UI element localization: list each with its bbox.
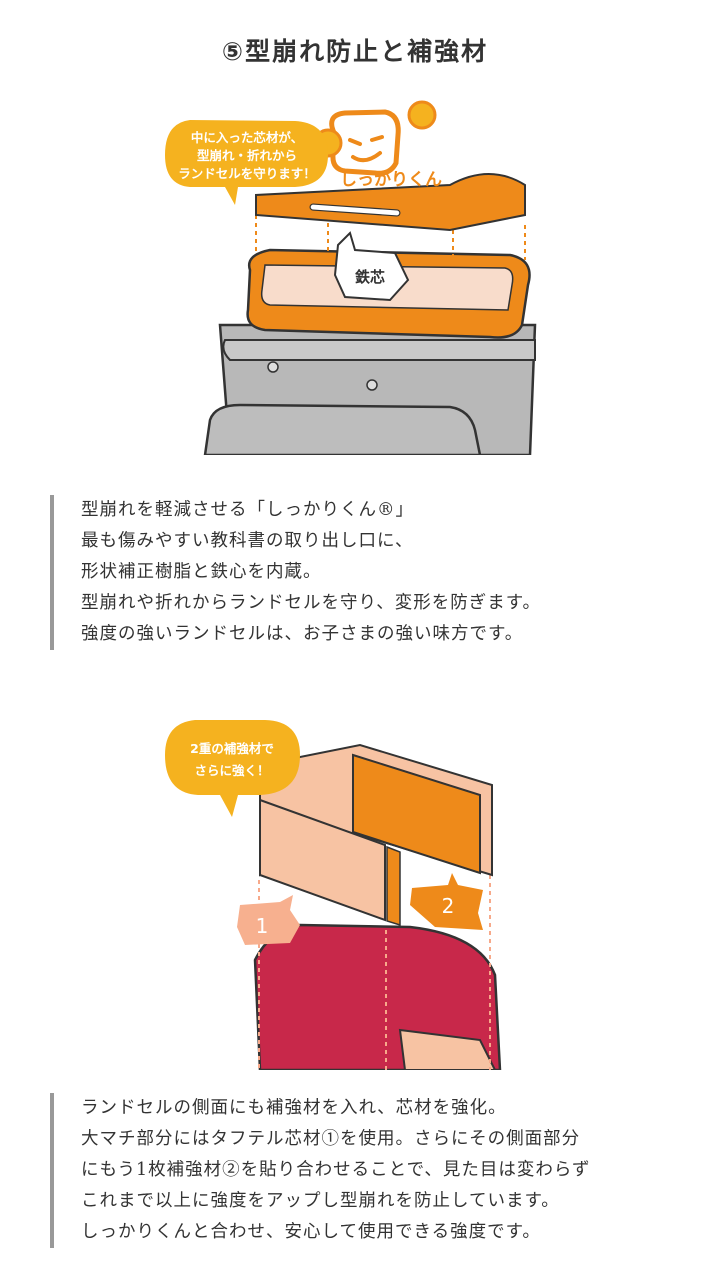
text-line: これまで以上に強度をアップし型崩れを防止しています。	[81, 1191, 560, 1211]
label-2: 2	[442, 894, 455, 918]
illustration-reinforcement: 1 2 2重の補強材で さらに強く！	[165, 720, 502, 1070]
reinforcement-1-panel	[259, 798, 386, 922]
section-title: ⑤型崩れ防止と補強材	[221, 37, 489, 66]
speech-bubble	[165, 720, 300, 817]
reinforcement-2-panel	[352, 753, 481, 875]
rivet	[366, 379, 378, 391]
text-line: にもう1枚補強材②を貼り合わせることで、見た目は変わらず	[81, 1160, 591, 1180]
core-label-bubble	[333, 231, 410, 302]
description-block-1: 型崩れを軽減させる「しっかりくん®」 最も傷みやすい教科書の取り出し口に、 形状…	[50, 495, 541, 650]
core-slot	[309, 203, 401, 217]
bubble-line: 型崩れ・折れから	[197, 148, 297, 163]
label-2-badge	[410, 873, 483, 930]
bubble-line: さらに強く！	[194, 763, 269, 778]
text-line: ランドセルの側面にも補強材を入れ、芯材を強化。	[81, 1098, 507, 1118]
text-line: 強度の強いランドセルは、お子さまの強い味方です。	[81, 624, 524, 644]
bubble-line: 2重の補強材で	[190, 741, 274, 756]
bubble-line: 中に入った芯材が、	[191, 130, 303, 145]
core-label: 鉄芯	[355, 268, 385, 286]
rivet	[267, 361, 279, 373]
speech-bubble	[165, 120, 328, 205]
iron-core-piece	[255, 173, 526, 232]
description-block-2: ランドセルの側面にも補強材を入れ、芯材を強化。 大マチ部分にはタフテル芯材①を使…	[50, 1093, 591, 1248]
text-line: 型崩れを軽減させる「しっかりくん®」	[81, 500, 414, 520]
text-line: 型崩れや折れからランドセルを守り、変形を防ぎます。	[81, 593, 542, 613]
illustration-shikkarikun: 鉄芯 しっかりくん 中に入った芯材が、 型崩れ・折れから ランドセルを守ります！	[165, 100, 537, 455]
text-line: しっかりくんと合わせ、安心して使用できる強度です。	[81, 1222, 541, 1242]
text-line: 形状補正樹脂と鉄心を内蔵。	[81, 562, 322, 582]
label-1-badge	[237, 895, 300, 945]
bag-flap	[203, 403, 482, 455]
text-line: 最も傷みやすい教科書の取り出し口に、	[81, 531, 414, 551]
label-1: 1	[256, 914, 269, 938]
mascot-shikkarikun: しっかりくん	[313, 100, 442, 190]
mascot-name: しっかりくん	[340, 170, 442, 190]
bubble-line: ランドセルを守ります！	[178, 166, 316, 181]
text-line: 大マチ部分にはタフテル芯材①を使用。さらにその側面部分	[81, 1129, 581, 1149]
bag-handle-bar	[222, 339, 536, 361]
